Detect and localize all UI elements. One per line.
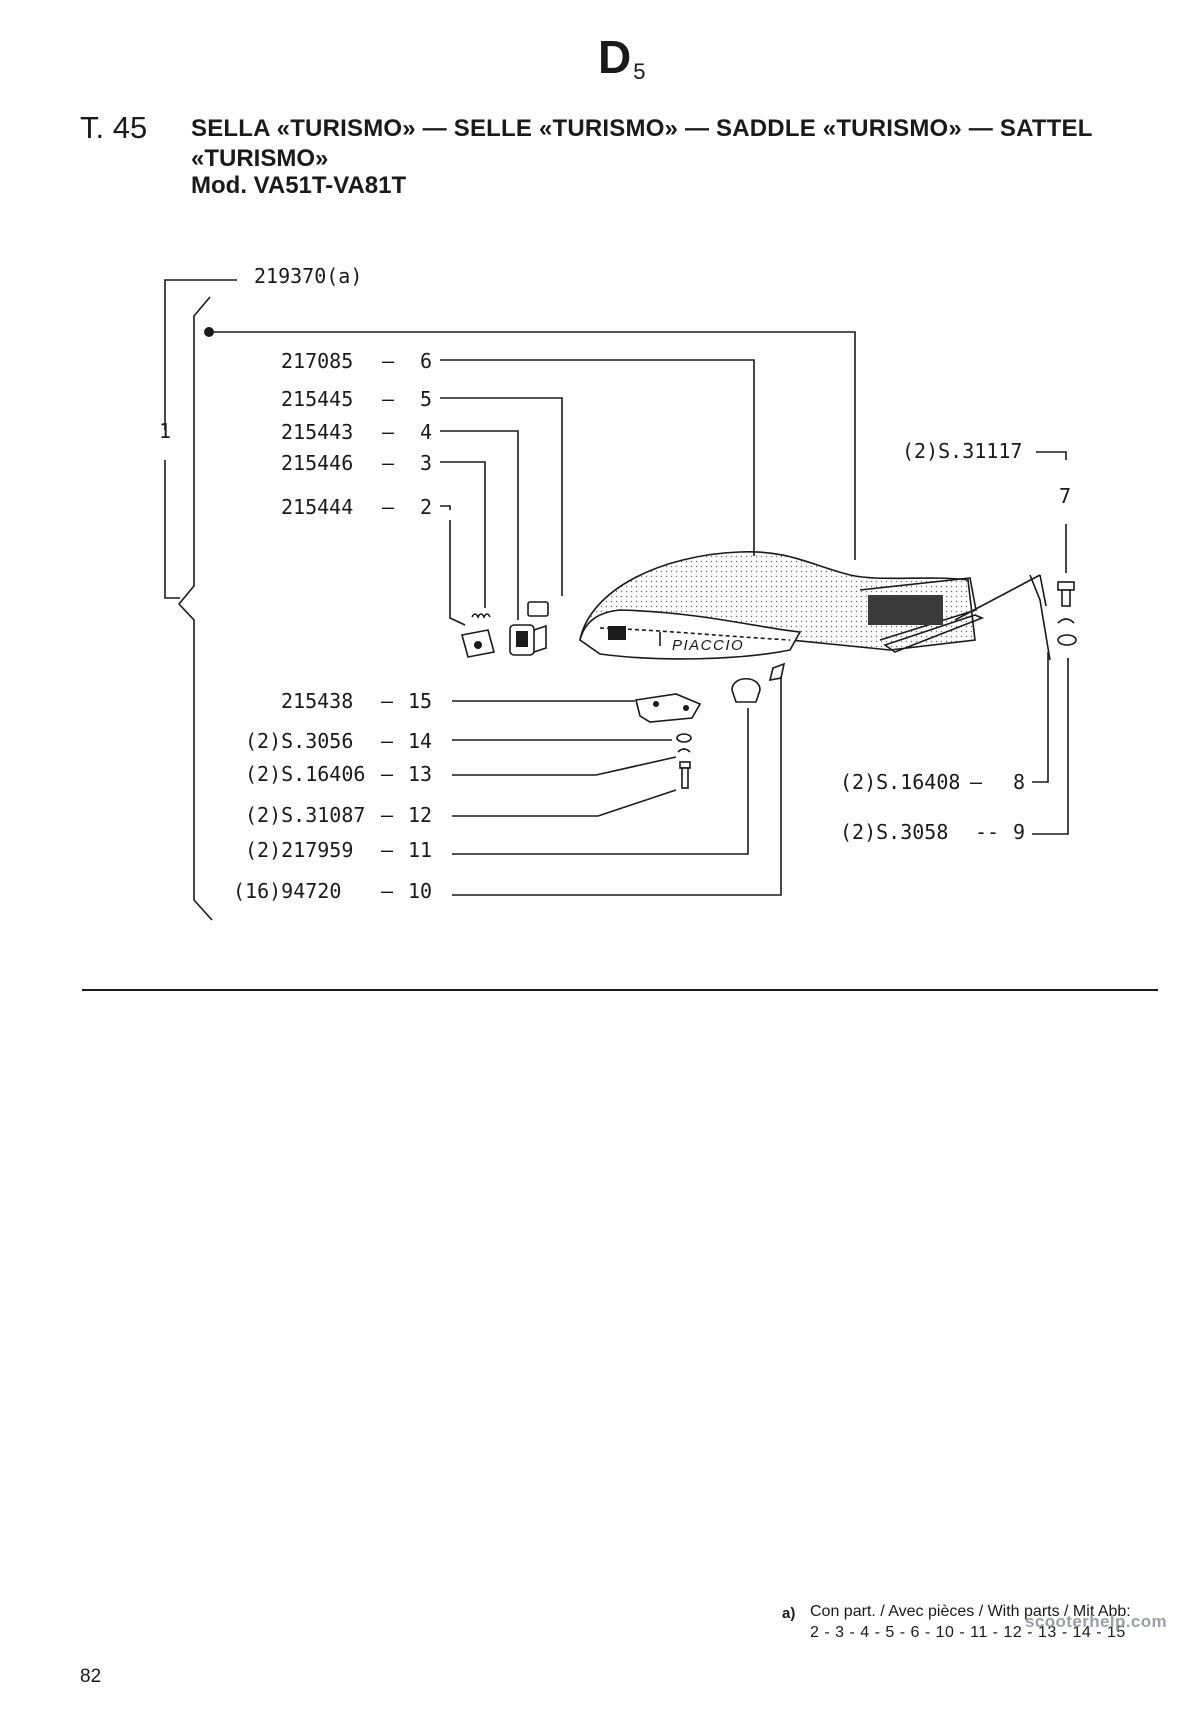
leader-13 bbox=[452, 756, 677, 776]
dash-3: — bbox=[382, 451, 395, 475]
dash-6: — bbox=[382, 349, 395, 373]
part-code-9: (2)S.3058 bbox=[840, 820, 948, 844]
assembly-bracket-top bbox=[164, 279, 237, 430]
section-code-main: D bbox=[598, 31, 632, 83]
part-code-10: (16)94720 bbox=[233, 879, 341, 903]
part-3-spring bbox=[471, 613, 491, 619]
part-code-12: (2)S.31087 bbox=[245, 803, 365, 827]
part-ref-13: 13 bbox=[408, 762, 432, 786]
part-4-holder bbox=[509, 624, 547, 656]
dash-5: — bbox=[382, 387, 395, 411]
part-ref-6: 6 bbox=[420, 349, 432, 373]
dash-14: — bbox=[381, 729, 394, 753]
part-14-washer bbox=[676, 733, 692, 743]
part-ref-12: 12 bbox=[408, 803, 432, 827]
dash-11: — bbox=[381, 838, 394, 862]
section-code: D5 bbox=[598, 30, 645, 84]
leader-5 bbox=[440, 397, 563, 596]
part-code-11: (2)217959 bbox=[245, 838, 353, 862]
page-title: SELLA «TURISMO» — SELLE «TURISMO» — SADD… bbox=[191, 115, 1093, 142]
part-ref-10: 10 bbox=[408, 879, 432, 903]
section-code-sub: 5 bbox=[633, 59, 646, 84]
part-ref-11: 11 bbox=[408, 838, 432, 862]
leader-2 bbox=[449, 520, 466, 626]
part-13-lock-washer bbox=[677, 748, 691, 753]
dash-12: — bbox=[381, 803, 394, 827]
part-ref-9: 9 bbox=[1013, 820, 1025, 844]
dash-8: — bbox=[970, 770, 983, 794]
footnote-parts-list: 2 - 3 - 4 - 5 - 6 - 10 - 11 - 12 - 13 - … bbox=[810, 1624, 1126, 1641]
dash-2: — bbox=[382, 495, 395, 519]
dash-9: -- bbox=[975, 820, 999, 844]
part-7-bolt bbox=[1057, 581, 1075, 607]
leader-11 bbox=[452, 708, 749, 855]
part-ref-14: 14 bbox=[408, 729, 432, 753]
part-8-lock-washer bbox=[1057, 618, 1075, 624]
part-2-clip bbox=[461, 629, 495, 658]
leader-4 bbox=[440, 430, 519, 620]
assembly-ref-1: 1 bbox=[159, 419, 171, 443]
group-brace bbox=[177, 296, 213, 921]
assembly-code: 219370(a) bbox=[254, 264, 362, 288]
part-code-14: (2)S.3056 bbox=[245, 729, 353, 753]
footnote-text: Con part. / Avec pièces / With parts / M… bbox=[810, 1603, 1131, 1620]
part-code-8: (2)S.16408 bbox=[840, 770, 960, 794]
part-code-6: 217085 bbox=[281, 349, 353, 373]
part-ref-2: 2 bbox=[420, 495, 432, 519]
part-ref-15: 15 bbox=[408, 689, 432, 713]
leader-6 bbox=[440, 359, 755, 556]
leader-9 bbox=[1032, 658, 1069, 835]
leader-group-to-saddle bbox=[209, 331, 856, 560]
page-title-continued: «TURISMO» bbox=[191, 145, 329, 172]
part-12-screw bbox=[679, 761, 691, 789]
part-ref-7: 7 bbox=[1059, 484, 1071, 508]
assembly-bracket-bottom bbox=[164, 460, 180, 599]
leader-3 bbox=[440, 461, 486, 608]
leader-8 bbox=[1032, 652, 1049, 783]
part-5-cap bbox=[527, 601, 549, 617]
table-number: T. 45 bbox=[80, 110, 148, 145]
part-code-4: 215443 bbox=[281, 420, 353, 444]
part-code-3: 215446 bbox=[281, 451, 353, 475]
part-10-clip bbox=[768, 662, 786, 682]
watermark-text: scooterhelp.com bbox=[1025, 1612, 1168, 1631]
dash-10: — bbox=[381, 879, 394, 903]
footnote-marker: a) bbox=[782, 1605, 796, 1622]
dash-15: — bbox=[381, 689, 394, 713]
part-ref-4: 4 bbox=[420, 420, 432, 444]
leader-12 bbox=[452, 789, 677, 817]
model-designation: Mod. VA51T-VA81T bbox=[191, 172, 407, 199]
part-code-2: 215444 bbox=[281, 495, 353, 519]
part-11-rubber-buffer bbox=[731, 677, 761, 703]
part-15-bracket bbox=[635, 693, 702, 723]
page-number: 82 bbox=[80, 1666, 102, 1687]
part-code-13: (2)S.16406 bbox=[245, 762, 365, 786]
part-code-5: 215445 bbox=[281, 387, 353, 411]
part-9-washer bbox=[1057, 634, 1077, 646]
saddle-drawing: PIACCIO bbox=[579, 551, 1051, 661]
saddle-brand-text: PIACCIO bbox=[672, 637, 744, 654]
part-code-7: (2)S.31117 bbox=[902, 439, 1022, 463]
dash-13: — bbox=[381, 762, 394, 786]
leader-2-tick bbox=[440, 505, 451, 510]
part-ref-5: 5 bbox=[420, 387, 432, 411]
dash-4: — bbox=[382, 420, 395, 444]
part-ref-8: 8 bbox=[1013, 770, 1025, 794]
leader-7-top bbox=[1036, 451, 1067, 460]
leader-10 bbox=[452, 676, 782, 896]
part-code-15: 215438 bbox=[281, 689, 353, 713]
part-ref-3: 3 bbox=[420, 451, 432, 475]
